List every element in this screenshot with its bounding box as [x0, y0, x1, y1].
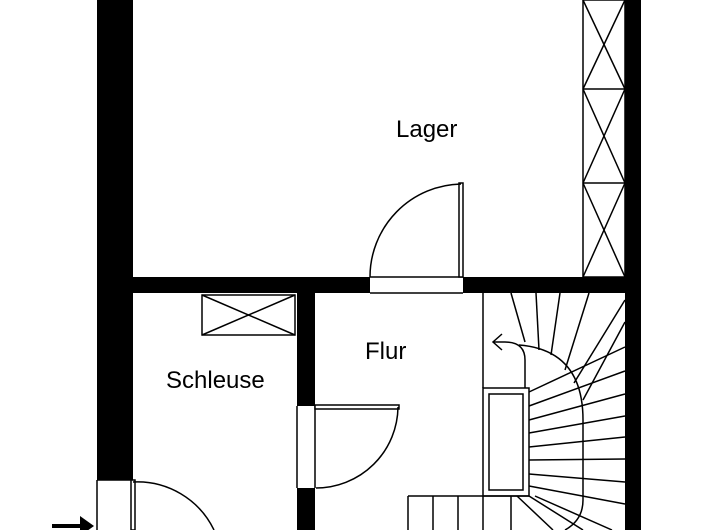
shelving-lager — [582, 0, 626, 278]
door-flur — [314, 404, 400, 489]
door-openings — [96, 276, 463, 530]
door-entrance — [130, 479, 215, 530]
wall-right — [625, 0, 641, 530]
shaft-schleuse — [201, 294, 296, 336]
staircase — [407, 292, 626, 530]
wall-left — [97, 0, 133, 480]
wall-mid-left — [133, 277, 370, 293]
entrance-arrow-icon — [52, 516, 94, 530]
wall-mid-right — [463, 277, 625, 293]
door-lager — [369, 182, 464, 278]
room-label-schleuse: Schleuse — [166, 367, 265, 394]
room-label-flur: Flur — [365, 338, 406, 365]
wall-schleuse-flur-upper — [297, 293, 315, 406]
walls — [97, 0, 641, 530]
stair-direction-arrow-icon — [494, 341, 526, 388]
stair-treads — [407, 292, 626, 530]
room-label-lager: Lager — [396, 116, 457, 143]
wall-schleuse-flur-lower — [297, 488, 315, 530]
